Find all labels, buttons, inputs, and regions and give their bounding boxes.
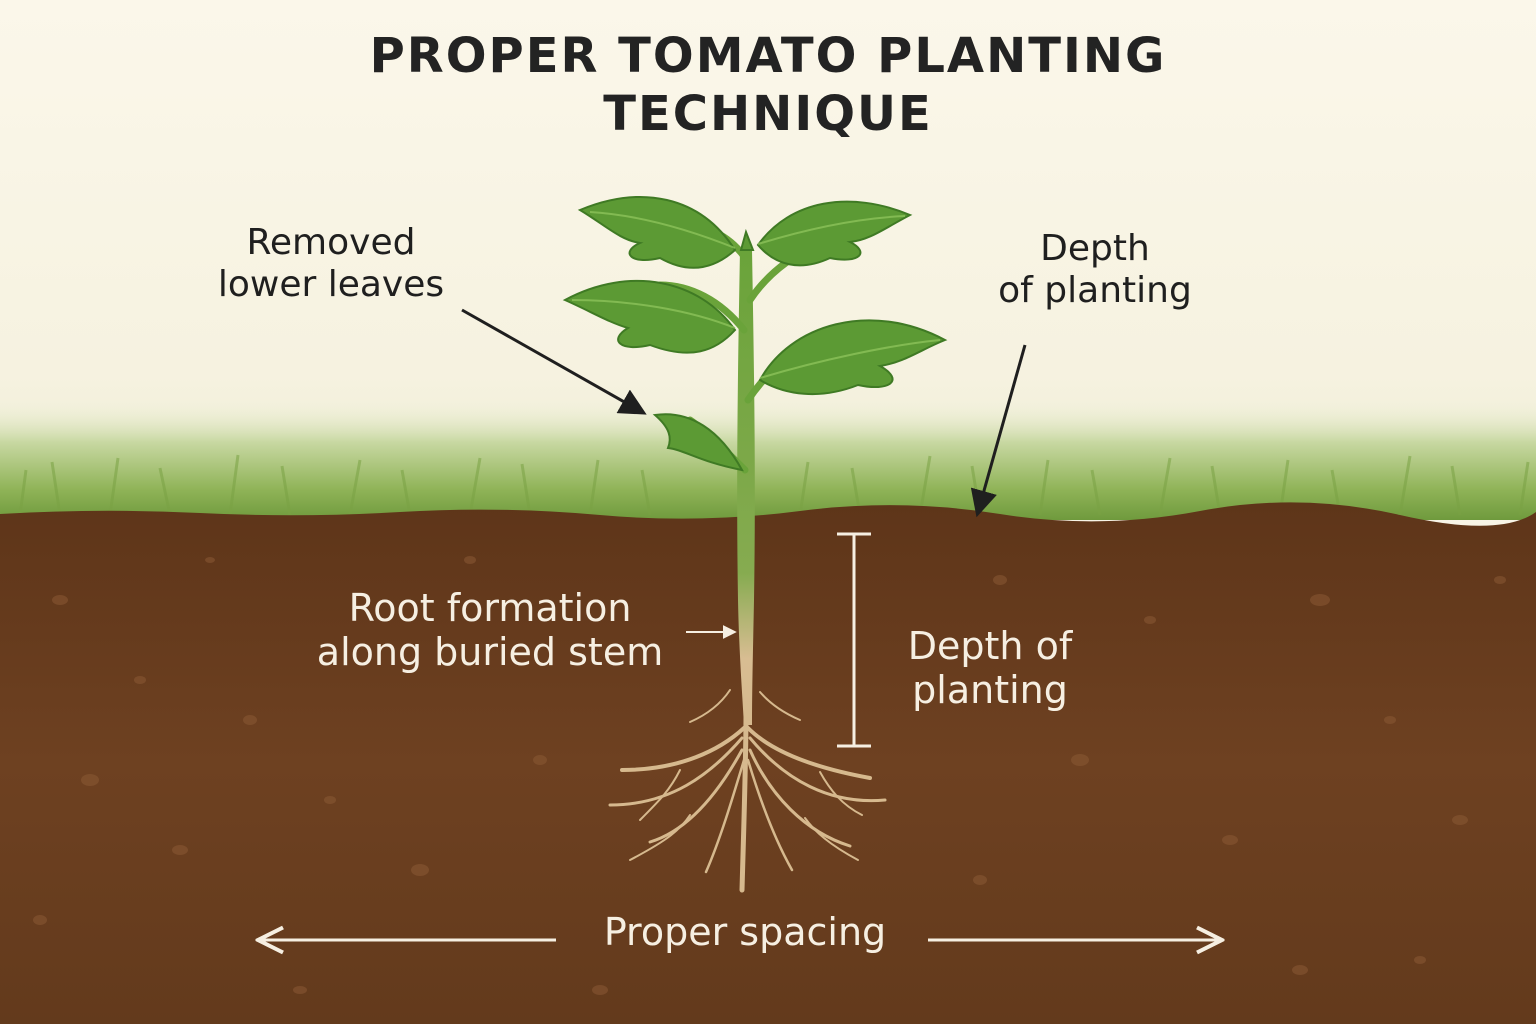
grass-band <box>0 400 1536 520</box>
shoot-tip <box>739 228 755 251</box>
tomato-roots <box>608 689 887 893</box>
label-depth-top: Depth of planting <box>998 228 1192 311</box>
leaf-mid-right <box>758 319 948 395</box>
removed-leaves-arrow <box>461 308 647 415</box>
leaf-low-stub <box>652 413 744 472</box>
label-depth-below: Depth of planting <box>907 624 1073 713</box>
soil-pebbles <box>33 556 1506 995</box>
leaf-mid-left <box>562 280 737 354</box>
label-proper-spacing: Proper spacing <box>603 910 887 954</box>
tomato-leaves <box>562 196 948 472</box>
depth-top-arrow <box>970 344 1027 518</box>
label-root-formation: Root formation along buried stem <box>316 586 664 675</box>
label-removed-leaves: Removed lower leaves <box>217 222 445 305</box>
tomato-stem <box>737 250 755 725</box>
depth-bracket <box>837 532 871 748</box>
leaf-veins <box>571 211 941 379</box>
page-title: PROPER TOMATO PLANTING TECHNIQUE <box>369 28 1167 142</box>
grass-blades <box>18 454 1530 516</box>
leaf-top-right <box>756 200 913 267</box>
soil-ground <box>0 502 1536 1024</box>
